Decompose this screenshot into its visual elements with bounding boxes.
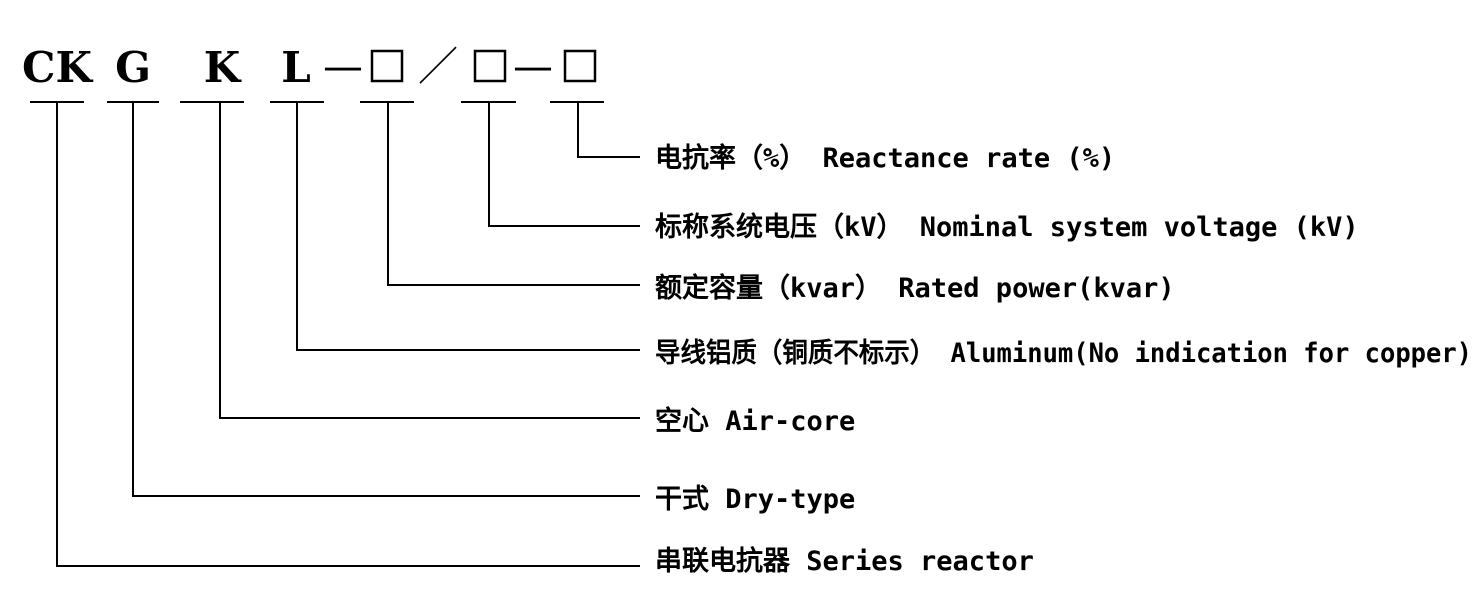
separator-slash: ／ [418, 44, 458, 90]
legend-air-core: 空心 Air-core [655, 405, 855, 437]
separator-dash-1: — [323, 44, 363, 90]
leader-line-voltage [488, 102, 640, 227]
code-letter-g: G [115, 43, 151, 92]
leader-line-series-reactor [56, 102, 640, 567]
legend-dry-type: 干式 Dry-type [655, 484, 855, 515]
legend-rated-power: 额定容量（kvar） Rated power(kvar) [655, 272, 1175, 304]
separator-dash-2: — [513, 44, 553, 90]
leader-line-power [387, 102, 640, 286]
leader-line-dry-type [132, 102, 640, 497]
leader-line-air-core [219, 102, 640, 419]
leader-line-aluminum [296, 102, 640, 351]
code-letter-l: L [281, 43, 311, 92]
legend-nominal-voltage: 标称系统电压（kV） Nominal system voltage (kV) [655, 211, 1359, 243]
placeholder-box-power [370, 49, 404, 83]
placeholder-box-reactance [563, 49, 597, 83]
code-letter-k: K [204, 43, 242, 92]
code-letter-ck: CK [22, 43, 93, 92]
leader-line-reactance [577, 102, 640, 158]
placeholder-box-voltage [473, 49, 507, 83]
legend-series-reactor: 串联电抗器 Series reactor [655, 545, 1034, 577]
legend-aluminum: 导线铝质（铜质不标示） Aluminum(No indication for c… [655, 338, 1472, 369]
legend-reactance-rate: 电抗率（%） Reactance rate (%) [655, 142, 1115, 174]
